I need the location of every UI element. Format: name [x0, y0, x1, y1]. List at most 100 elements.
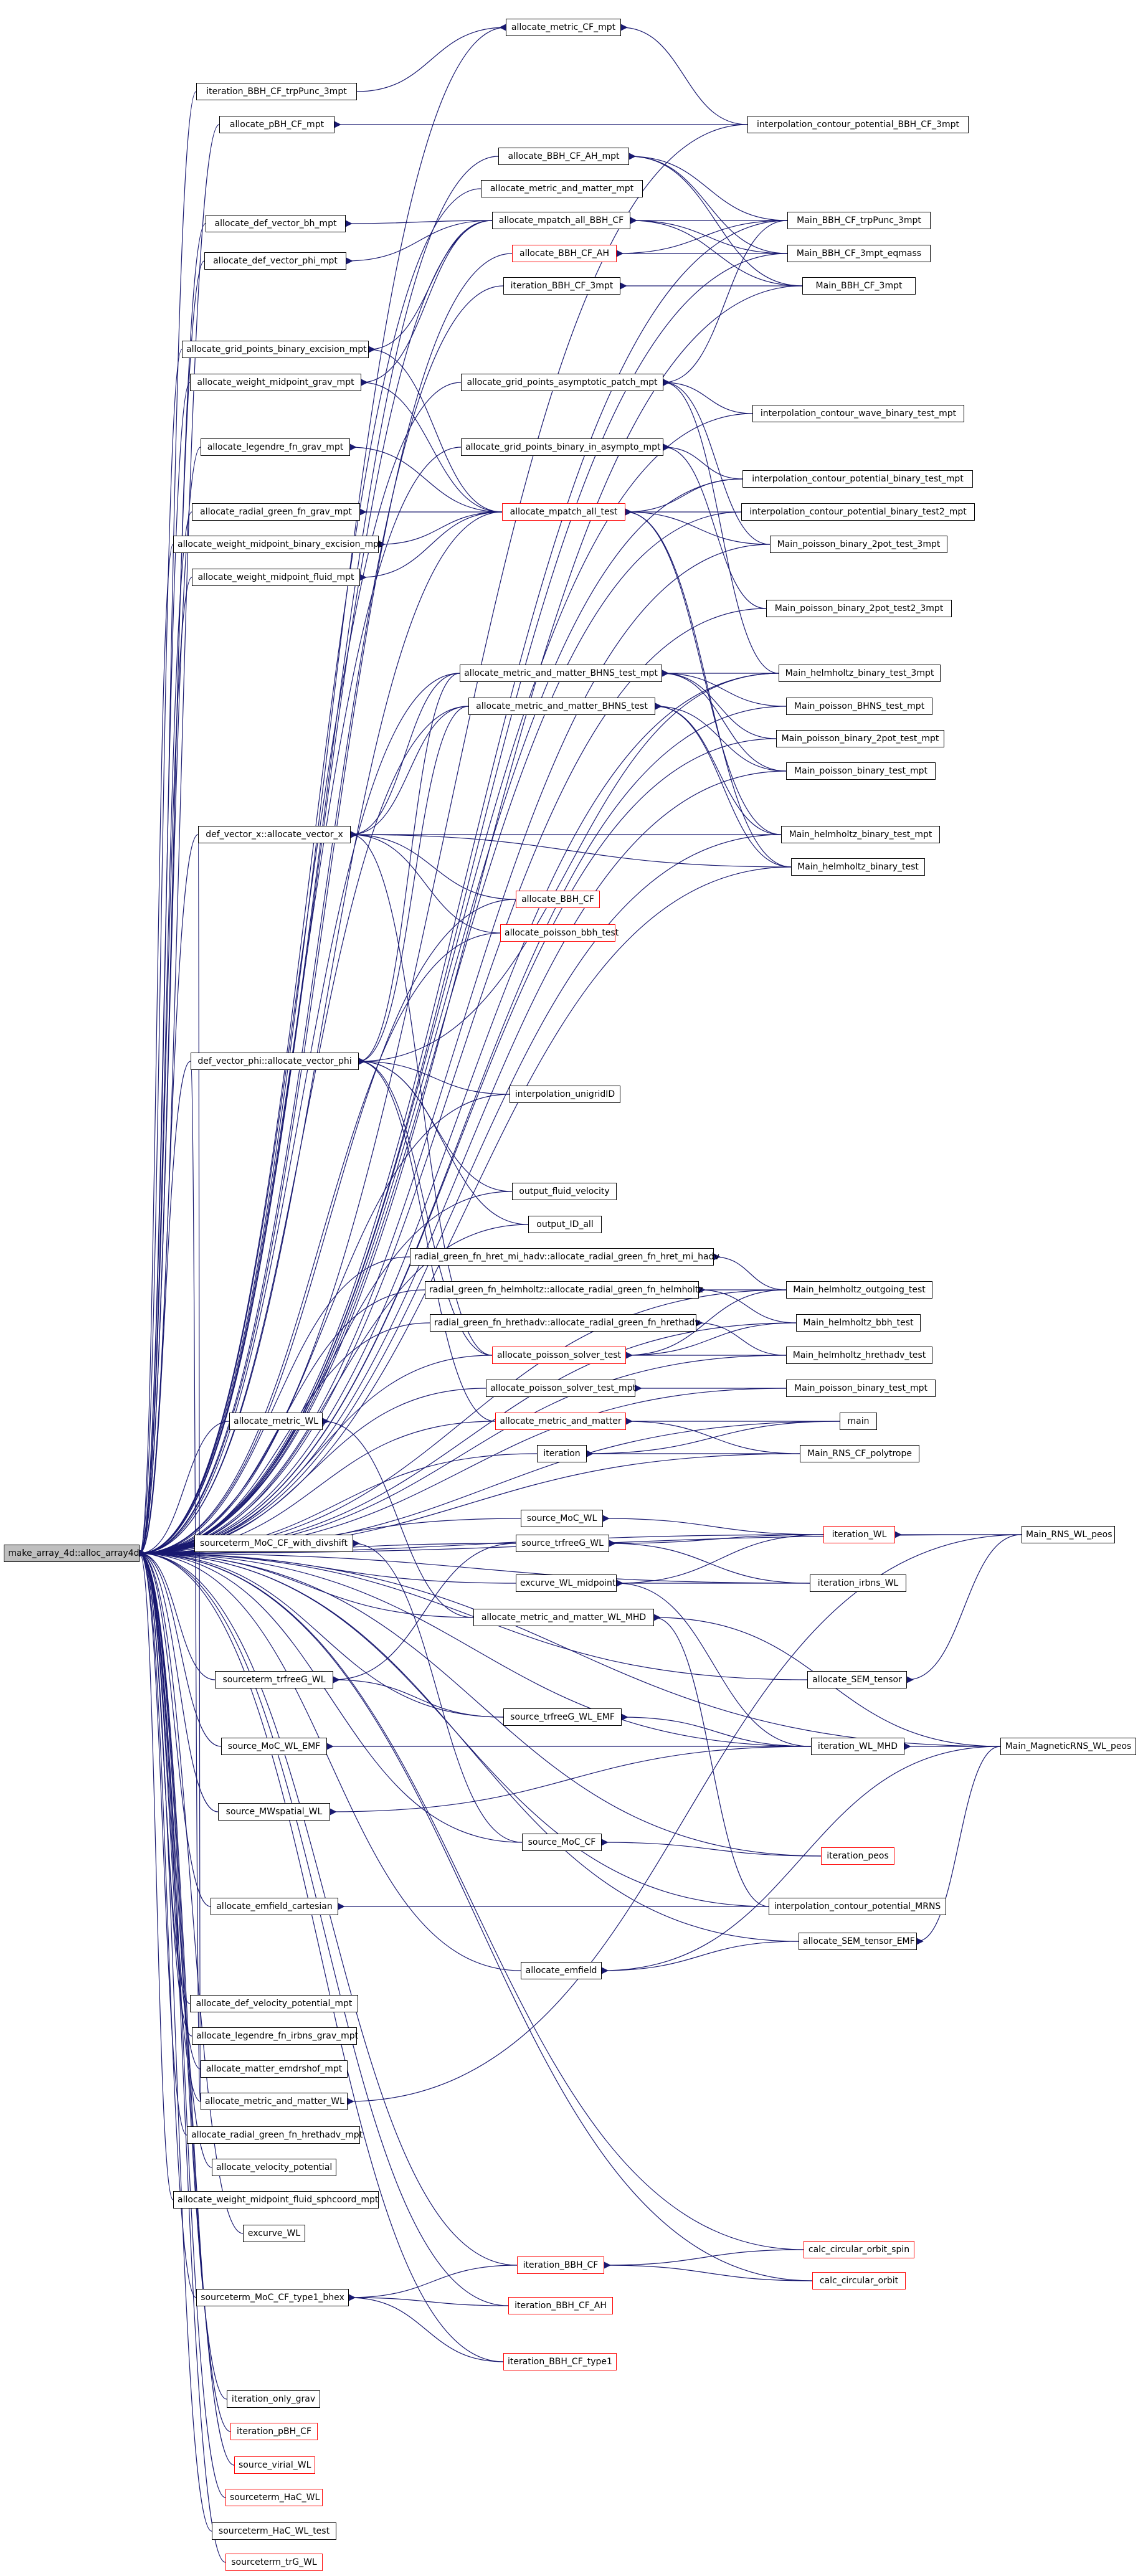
graph-node[interactable]: interpolation_contour_potential_binary_t… [742, 470, 973, 488]
graph-node[interactable]: Main_helmholtz_hrethadv_test [786, 1347, 932, 1364]
graph-node[interactable]: iteration_peos [821, 1847, 894, 1865]
graph-node[interactable]: allocate_velocity_potential [212, 2159, 336, 2176]
graph-node[interactable]: source_MoC_CF [522, 1834, 602, 1851]
graph-node[interactable]: allocate_radial_green_fn_hrethadv_mpt [187, 2126, 363, 2144]
graph-node[interactable]: iteration [537, 1445, 587, 1462]
graph-node[interactable]: source_MoC_WL [521, 1510, 603, 1527]
graph-node[interactable]: source_MWspatial_WL [218, 1803, 330, 1821]
graph-node[interactable]: iteration_only_grav [227, 2390, 320, 2408]
graph-node[interactable]: allocate_mpatch_all_test [502, 503, 625, 521]
graph-node[interactable]: allocate_SEM_tensor_EMF [799, 1933, 917, 1950]
graph-node[interactable]: allocate_grid_points_binary_excision_mpt [182, 341, 369, 358]
graph-node[interactable]: allocate_grid_points_binary_in_asympto_m… [461, 438, 663, 456]
root-node[interactable]: make_array_4d::alloc_array4d [4, 1545, 140, 1562]
graph-node[interactable]: allocate_metric_and_matter_WL [201, 2093, 348, 2110]
graph-node[interactable]: iteration_BBH_CF [517, 2256, 604, 2274]
call-edge [139, 413, 753, 1557]
graph-node[interactable]: allocate_matter_emdrshof_mpt [201, 2060, 348, 2078]
graph-node[interactable]: Main_helmholtz_binary_test [791, 858, 925, 876]
graph-node[interactable]: Main_RNS_WL_peos [1022, 1526, 1115, 1543]
graph-node[interactable]: Main_poisson_binary_test_mpt [786, 1380, 936, 1397]
graph-node[interactable]: allocate_legendre_fn_irbns_grav_mpt [192, 2027, 358, 2045]
graph-node[interactable]: allocate_BBH_CF_AH [512, 245, 617, 262]
graph-node[interactable]: Main_helmholtz_binary_test_3mpt [779, 665, 941, 682]
graph-node[interactable]: calc_circular_orbit [812, 2272, 906, 2290]
graph-node[interactable]: sourceterm_HaC_WL [225, 2489, 323, 2506]
graph-node[interactable]: excurve_WL_midpoint [516, 1574, 617, 1592]
graph-node[interactable]: allocate_BBH_CF [516, 891, 600, 908]
graph-node[interactable]: Main_poisson_binary_test_mpt [786, 762, 936, 780]
graph-node[interactable]: Main_BBH_CF_trpPunc_3mpt [787, 212, 931, 229]
graph-node[interactable]: main [840, 1413, 877, 1430]
graph-node[interactable]: allocate_pBH_CF_mpt [219, 116, 334, 133]
graph-node[interactable]: Main_poisson_BHNS_test_mpt [786, 698, 932, 715]
graph-node[interactable]: excurve_WL [243, 2225, 305, 2242]
graph-node[interactable]: interpolation_unigridID [510, 1086, 620, 1103]
graph-node[interactable]: radial_green_fn_hret_mi_hadv::allocate_r… [410, 1248, 719, 1266]
graph-node[interactable]: allocate_radial_green_fn_grav_mpt [192, 503, 360, 521]
graph-node[interactable]: Main_helmholtz_outgoing_test [786, 1281, 932, 1299]
graph-node[interactable]: allocate_metric_CF_mpt [506, 19, 621, 36]
graph-node[interactable]: Main_helmholtz_bbh_test [796, 1314, 921, 1332]
graph-node[interactable]: output_fluid_velocity [512, 1183, 617, 1200]
graph-node[interactable]: Main_poisson_binary_2pot_test_3mpt [770, 536, 947, 553]
graph-node[interactable]: allocate_poisson_solver_test [492, 1347, 626, 1364]
graph-node[interactable]: output_ID_all [528, 1216, 602, 1233]
graph-node[interactable]: sourceterm_HaC_WL_test [212, 2522, 336, 2540]
graph-node[interactable]: allocate_def_vector_phi_mpt [204, 252, 346, 270]
graph-node[interactable]: iteration_BBH_CF_3mpt [503, 277, 620, 295]
graph-node[interactable]: Main_helmholtz_binary_test_mpt [781, 826, 940, 843]
graph-node[interactable]: allocate_SEM_tensor [807, 1671, 907, 1688]
graph-node[interactable]: allocate_weight_midpoint_fluid_mpt [192, 569, 360, 586]
graph-node[interactable]: allocate_legendre_fn_grav_mpt [201, 438, 350, 456]
graph-node[interactable]: allocate_weight_midpoint_binary_excision… [173, 536, 382, 553]
graph-node[interactable]: source_trfreeG_WL_EMF [503, 1708, 622, 1726]
graph-node[interactable]: sourceterm_MoC_CF_with_divshift [194, 1535, 353, 1552]
graph-node[interactable]: radial_green_fn_hrethadv::allocate_radia… [430, 1314, 700, 1332]
graph-node[interactable]: Main_BBH_CF_3mpt_eqmass [787, 245, 931, 262]
graph-node[interactable]: interpolation_contour_potential_binary_t… [741, 503, 975, 521]
graph-node[interactable]: iteration_BBH_CF_AH [508, 2297, 613, 2314]
graph-node[interactable]: Main_MagneticRNS_WL_peos [1000, 1738, 1136, 1755]
graph-node[interactable]: calc_circular_orbit_spin [804, 2241, 914, 2258]
graph-node[interactable]: allocate_poisson_solver_test_mpt [486, 1380, 636, 1397]
graph-node[interactable]: Main_BBH_CF_3mpt [802, 277, 916, 295]
graph-node[interactable]: allocate_metric_and_matter_BHNS_test_mpt [460, 665, 662, 682]
graph-node[interactable]: iteration_pBH_CF [230, 2423, 318, 2440]
graph-node[interactable]: iteration_BBH_CF_type1 [503, 2353, 617, 2370]
graph-node[interactable]: allocate_BBH_CF_AH_mpt [498, 148, 629, 165]
graph-node[interactable]: allocate_weight_midpoint_fluid_sphcoord_… [173, 2191, 379, 2209]
graph-node[interactable]: interpolation_contour_potential_MRNS [769, 1898, 946, 1915]
graph-node[interactable]: allocate_metric_and_matter_WL_MHD [473, 1609, 654, 1626]
graph-node[interactable]: allocate_metric_and_matter [495, 1413, 626, 1430]
graph-node[interactable]: interpolation_contour_wave_binary_test_m… [752, 405, 964, 422]
graph-node[interactable]: def_vector_x::allocate_vector_x [198, 826, 351, 843]
graph-node[interactable]: iteration_irbns_WL [810, 1574, 906, 1592]
graph-node[interactable]: allocate_emfield_cartesian [211, 1898, 338, 1915]
graph-node[interactable]: allocate_poisson_bbh_test [500, 924, 619, 942]
graph-node[interactable]: allocate_metric_and_matter_BHNS_test [468, 698, 655, 715]
graph-node[interactable]: allocate_def_vector_bh_mpt [206, 215, 346, 232]
graph-node[interactable]: source_MoC_WL_EMF [221, 1738, 327, 1755]
graph-node[interactable]: allocate_mpatch_all_BBH_CF [492, 212, 630, 229]
graph-node[interactable]: Main_poisson_binary_2pot_test2_3mpt [766, 600, 952, 617]
graph-node[interactable]: iteration_WL [823, 1526, 895, 1543]
graph-node[interactable]: allocate_metric_and_matter_mpt [481, 180, 643, 197]
graph-node[interactable]: sourceterm_trG_WL [225, 2554, 323, 2571]
graph-node[interactable]: allocate_metric_WL [229, 1413, 323, 1430]
graph-node[interactable]: interpolation_contour_potential_BBH_CF_3… [747, 116, 969, 133]
graph-node[interactable]: Main_poisson_binary_2pot_test_mpt [776, 730, 944, 747]
graph-node[interactable]: Main_RNS_CF_polytrope [800, 1445, 919, 1462]
graph-node[interactable]: allocate_grid_points_asymptotic_patch_mp… [461, 374, 663, 391]
graph-node[interactable]: iteration_WL_MHD [811, 1738, 904, 1755]
graph-node[interactable]: allocate_def_velocity_potential_mpt [190, 1995, 358, 2012]
graph-node[interactable]: sourceterm_MoC_CF_type1_bhex [196, 2289, 349, 2306]
graph-node[interactable]: iteration_BBH_CF_trpPunc_3mpt [196, 83, 357, 100]
graph-node[interactable]: sourceterm_trfreeG_WL [215, 1671, 333, 1688]
graph-node[interactable]: radial_green_fn_helmholtz::allocate_radi… [425, 1281, 703, 1299]
graph-node[interactable]: source_trfreeG_WL [516, 1535, 609, 1552]
graph-node[interactable]: allocate_weight_midpoint_grav_mpt [190, 374, 361, 391]
graph-node[interactable]: allocate_emfield [521, 1962, 602, 1979]
graph-node[interactable]: source_virial_WL [234, 2456, 315, 2474]
graph-node[interactable]: def_vector_phi::allocate_vector_phi [191, 1053, 359, 1070]
